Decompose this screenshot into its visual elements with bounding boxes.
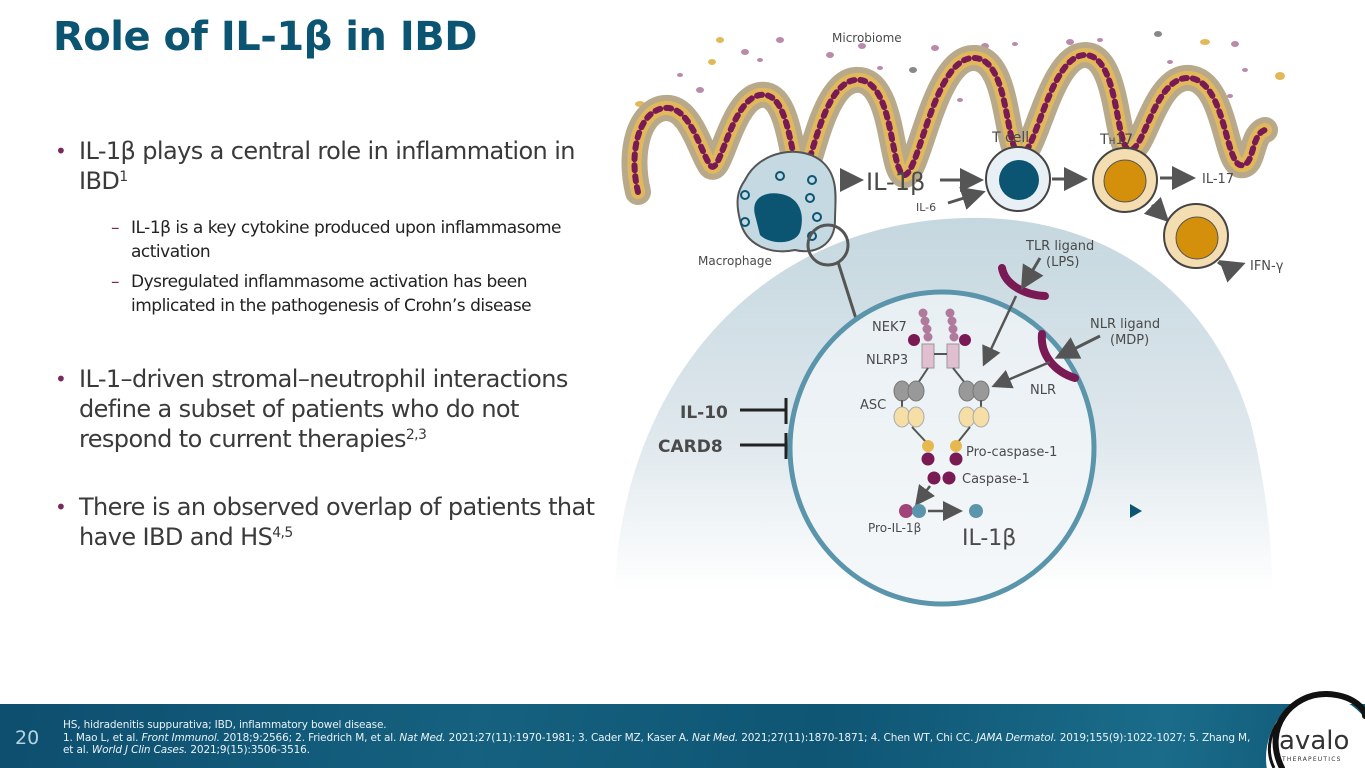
macrophage-cell — [736, 150, 837, 253]
avalo-logo: avalo THERAPEUTICS — [1266, 690, 1365, 768]
macrophage-label: Macrophage — [698, 254, 772, 268]
il1b-bottom-label: IL-1β — [962, 526, 1016, 551]
bullet-list: • IL-1β plays a central role in inflamma… — [55, 136, 595, 552]
nlrp3-complex — [893, 308, 990, 485]
tlr-receptor — [998, 264, 1049, 300]
caspase-label: Caspase-1 — [962, 472, 1030, 487]
tcell-label: T cell — [991, 130, 1029, 146]
il10-label: IL-10 — [680, 403, 728, 423]
il1b-top-label: IL-1β — [866, 168, 925, 196]
bullet-item: • There is an observed overlap of patien… — [55, 492, 595, 552]
il17-label: IL-17 — [1202, 172, 1234, 187]
il6-label: IL-6 — [916, 201, 936, 214]
bullet-text: IL-1β plays a central role in inflammati… — [79, 137, 575, 195]
nlr-ligand-label: NLR ligand — [1090, 317, 1160, 332]
nek7-label: NEK7 — [872, 320, 907, 335]
bullet-text: IL-1–driven stromal–neutrophil interacti… — [79, 365, 568, 453]
citation: 4,5 — [272, 525, 293, 541]
logo-tagline: THERAPEUTICS — [1281, 756, 1342, 763]
tlr-ligand-sub-label: (LPS) — [1046, 255, 1079, 270]
asc-label: ASC — [860, 398, 886, 413]
footer-band: 20 HS, hidradenitis suppurativa; IBD, in… — [0, 704, 1365, 768]
sub-bullet-text: Dysregulated inflammasome activation has… — [131, 272, 532, 316]
ifng-label: IFN-γ — [1250, 259, 1284, 274]
bullet-text: There is an observed overlap of patients… — [79, 493, 595, 551]
nlr-ligand-sub-label: (MDP) — [1110, 333, 1149, 348]
bullet-marker: • — [55, 367, 67, 391]
inflammasome-diagram: Microbiome Macrophage IL-1β IL-6 T cell … — [615, 31, 1285, 607]
tlr-ligand-label: TLR ligand — [1025, 239, 1094, 254]
slide-title: Role of IL-1β in IBD — [53, 14, 477, 60]
nlr-receptor — [1037, 330, 1079, 382]
bullet-item: • IL-1β plays a central role in inflamma… — [55, 136, 595, 196]
footnotes: HS, hidradenitis suppurativa; IBD, infla… — [63, 719, 1263, 757]
bullet-item: • IL-1–driven stromal–neutrophil interac… — [55, 364, 595, 454]
procaspase-label: Pro-caspase-1 — [966, 445, 1057, 460]
citation: 1 — [119, 169, 128, 185]
card8-label: CARD8 — [658, 437, 723, 457]
nlrp3-label: NLRP3 — [866, 353, 908, 368]
sub-bullet-marker: – — [111, 272, 120, 292]
page-number: 20 — [15, 727, 40, 749]
bullet-marker: • — [55, 495, 67, 519]
citation: 2,3 — [405, 427, 427, 443]
references: 1. Mao L, et al. Front Immunol. 2018;9:2… — [63, 731, 1251, 757]
bullet-marker: • — [55, 139, 67, 163]
sub-bullet-text: IL-1β is a key cytokine produced upon in… — [131, 218, 562, 262]
il1b-mature — [969, 504, 983, 518]
th17-label: TH17 — [1099, 132, 1133, 148]
pro-il1b — [899, 504, 913, 518]
nlr-label: NLR — [1030, 383, 1056, 398]
sub-bullet-item: – IL-1β is a key cytokine produced upon … — [55, 216, 595, 264]
cell-membrane — [787, 289, 1097, 607]
abbreviations: HS, hidradenitis suppurativa; IBD, infla… — [63, 719, 387, 731]
sub-bullet-item: – Dysregulated inflammasome activation h… — [55, 270, 595, 318]
sub-bullet-marker: – — [111, 218, 120, 238]
microbiome-label: Microbiome — [832, 31, 902, 45]
logo-wordmark: avalo — [1279, 726, 1349, 756]
pro-il1b-label: Pro-IL-1β — [868, 521, 921, 535]
magnifier-icon — [806, 223, 850, 267]
